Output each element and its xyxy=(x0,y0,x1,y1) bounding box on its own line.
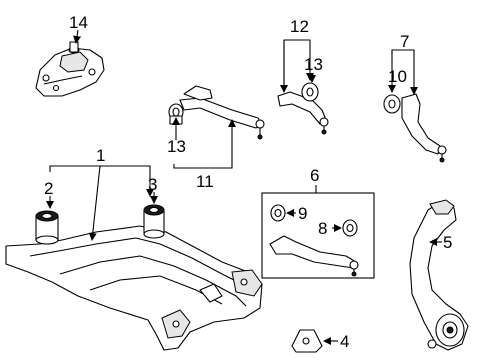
callout-14: 14 xyxy=(69,13,88,32)
callout-1: 1 xyxy=(96,146,105,165)
callout-3: 3 xyxy=(148,175,157,194)
steering-knuckle xyxy=(409,199,469,351)
callout-2: 2 xyxy=(44,179,53,198)
callout-12: 12 xyxy=(290,17,309,36)
callout-5: 5 xyxy=(443,233,452,252)
upper-control-arm xyxy=(179,85,265,140)
bushing-13-right xyxy=(301,82,319,102)
bushing-9 xyxy=(270,204,286,222)
callout-8: 8 xyxy=(318,219,327,238)
callout-4: 4 xyxy=(340,332,349,351)
mount-2 xyxy=(35,210,59,245)
control-arm-7 xyxy=(401,93,447,163)
callout-13-right: 13 xyxy=(304,55,323,74)
callout-9: 9 xyxy=(298,204,307,223)
guide-arm xyxy=(277,91,329,135)
bracket-4 xyxy=(291,329,323,353)
callout-10: 10 xyxy=(388,67,407,86)
bushing-10 xyxy=(383,94,401,114)
bushing-8 xyxy=(342,219,358,237)
callout-6: 6 xyxy=(310,166,319,185)
leader-11 xyxy=(173,119,236,169)
callout-11: 11 xyxy=(196,172,214,191)
subframe xyxy=(5,225,263,351)
lower-arm-kit xyxy=(269,235,359,277)
callout-7: 7 xyxy=(400,32,409,51)
leader-14 xyxy=(73,29,82,44)
kit-box-6 xyxy=(261,192,375,279)
callout-13-left: 13 xyxy=(167,137,186,156)
mount-3 xyxy=(143,204,165,239)
leader-1b xyxy=(88,165,101,241)
engine-mount-bracket xyxy=(35,41,105,97)
